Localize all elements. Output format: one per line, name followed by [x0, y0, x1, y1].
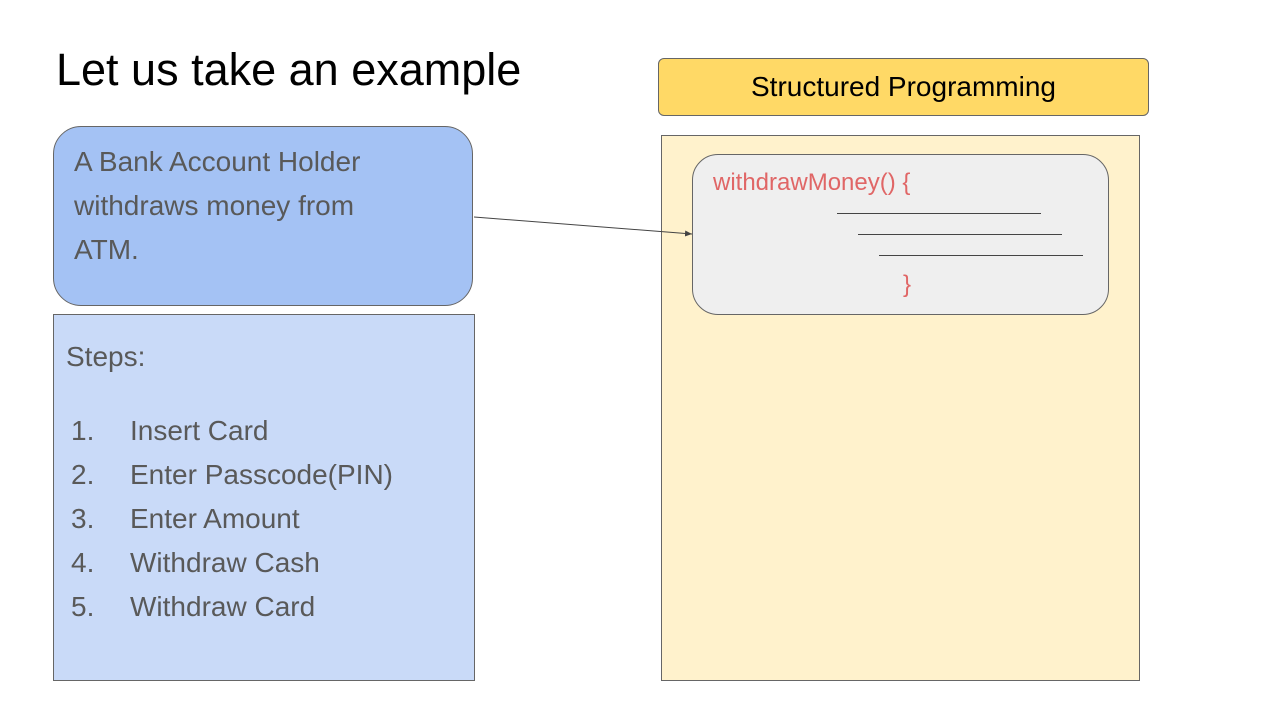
scenario-box: A Bank Account Holder withdraws money fr… — [53, 126, 473, 306]
scenario-line: A Bank Account Holder — [74, 146, 361, 177]
step-text: Enter Amount — [130, 503, 300, 534]
steps-box: Steps: 1. Insert Card 2. Enter Passcode(… — [53, 314, 475, 681]
code-placeholder-line — [879, 255, 1083, 256]
step-text: Insert Card — [130, 415, 269, 446]
step-number: 1. — [71, 415, 95, 446]
structured-programming-header: Structured Programming — [658, 58, 1149, 116]
step-text: Enter Passcode(PIN) — [130, 459, 393, 490]
code-closing-brace: } — [903, 271, 912, 298]
code-box: withdrawMoney() { } — [692, 154, 1109, 315]
step-text: Withdraw Card — [130, 591, 316, 622]
scenario-line: withdraws money from — [74, 190, 355, 221]
step-number: 2. — [71, 459, 95, 490]
connector-line — [473, 216, 693, 237]
step-text: Withdraw Cash — [130, 547, 320, 578]
step-number: 5. — [71, 591, 95, 622]
step-number: 4. — [71, 547, 95, 578]
slide-title: Let us take an example — [56, 44, 522, 95]
code-placeholder-line — [837, 213, 1041, 214]
code-function-signature: withdrawMoney() { — [713, 169, 911, 196]
step-number: 3. — [71, 503, 95, 534]
scenario-line: ATM. — [74, 234, 139, 265]
steps-label: Steps: — [66, 341, 146, 372]
code-placeholder-line — [858, 234, 1062, 235]
